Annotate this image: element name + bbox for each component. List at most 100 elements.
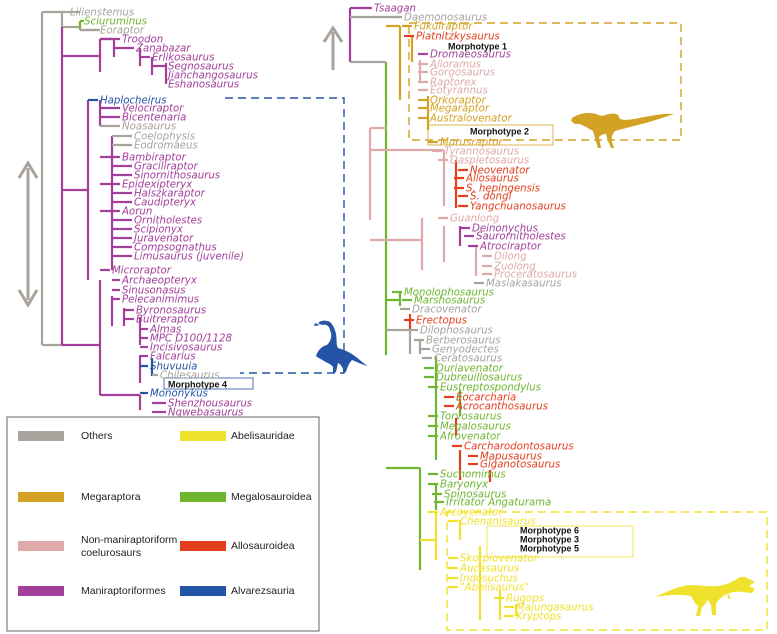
taxon-label: Erlikosaurus	[152, 53, 215, 64]
taxon-label: Arcovenator	[439, 508, 503, 519]
megaraptor-silhouette	[571, 113, 674, 148]
taxon-label: Microraptor	[112, 266, 172, 277]
taxon-label: Dilophosaurus	[420, 326, 494, 337]
taxon-label: Morphotype 4	[168, 380, 227, 390]
taxon-label: Sciuruminus	[84, 17, 148, 28]
taxon-label: Dilong	[494, 252, 527, 263]
taxon-label: "Abelisaurus"	[460, 583, 529, 594]
taxon-label: Gorgosaurus	[430, 68, 496, 79]
taxon-label: Chilesaurus	[160, 371, 220, 382]
taxon-label: Daspletosaurus	[450, 156, 530, 167]
taxon-label: Compsognathus	[134, 243, 217, 254]
taxon-label: S. hepingensis	[466, 184, 541, 195]
taxon-label: Murusraptor	[440, 138, 503, 149]
legend-label: Allosauroidea	[231, 540, 295, 552]
right-arrow-head-up	[322, 25, 344, 43]
taxon-label: Buitreraptor	[136, 315, 199, 326]
grey-arrows	[17, 25, 344, 308]
legend-swatch	[18, 492, 64, 502]
taxon-label: Saurornitholestes	[476, 232, 566, 243]
left-arrow-head-down	[17, 289, 39, 308]
taxon-label: Torvosaurus	[440, 412, 502, 423]
taxon-label: Jianchangosaurus	[166, 71, 259, 82]
morphotype-4-box	[163, 377, 254, 390]
taxon-label: Segnosaurus	[168, 62, 235, 73]
taxon-label: Irritator Angaturama	[446, 498, 551, 509]
taxon-label: Limusaurus (juvenile)	[134, 252, 244, 263]
taxon-label: Tsaagan	[374, 4, 416, 15]
taxon-label: Deinonychus	[472, 224, 539, 235]
taxon-label: Carcharodontosaurus	[464, 442, 574, 453]
taxon-label: Rugops	[506, 594, 545, 605]
taxon-label: Australovenator	[429, 114, 512, 125]
abelisauridae-dashed-box	[446, 511, 768, 631]
taxon-label: Eodromaeus	[134, 141, 198, 152]
taxon-label: Monolophosaurus	[404, 288, 495, 299]
taxon-label: Proceratosaurus	[494, 270, 578, 281]
taxon-label: Mapusaurus	[480, 452, 543, 463]
taxon-label: Allosaurus	[465, 174, 520, 185]
taxon-label: Tyrannosaurus	[444, 147, 520, 158]
taxon-label: Morphotype 1	[448, 42, 507, 52]
taxon-label: Piatnitzkysaurus	[416, 32, 500, 43]
taxon-label: Sinornithosaurus	[134, 171, 221, 182]
taxon-label: Graciliraptor	[134, 162, 199, 173]
taxon-labels: LilienstemusSciuruminusEoraptorTroodonZa…	[70, 4, 594, 623]
taxon-label: Haplocheirus	[100, 96, 167, 107]
taxon-label: Majungasaurus	[516, 603, 594, 614]
legend-swatch	[180, 541, 226, 551]
taxon-label: Kryptops	[516, 612, 562, 623]
legend-label: Maniraptoriformes	[81, 585, 166, 597]
taxon-label: Bambiraptor	[122, 153, 187, 164]
legend-label: Abelisauridae	[231, 430, 295, 442]
taxon-label: MPC D100/1128	[150, 334, 232, 345]
taxon-label: Epidexipteryx	[122, 180, 193, 191]
taxon-label: Byronosaurus	[136, 306, 207, 317]
legend-label: Alvarezsauria	[231, 585, 295, 597]
legend-swatch	[180, 586, 226, 596]
taxon-label: Fukuiraptor	[414, 22, 473, 33]
taxon-label: Aorun	[121, 207, 152, 218]
taxon-label: Sinusonasus	[122, 286, 186, 297]
taxon-label: Eustreptospondylus	[440, 383, 542, 394]
taxon-label: Zuolong	[493, 262, 536, 273]
taxon-label: Ceratosaurus	[434, 354, 503, 365]
tree-branches	[40, 6, 518, 620]
taxon-label: Archaeopteryx	[121, 276, 198, 287]
taxon-label: Mononykus	[150, 389, 209, 400]
morphotype-356-box	[486, 525, 634, 558]
taxon-label: Aucasaurus	[459, 564, 520, 575]
taxon-label: Afrovenator	[439, 432, 501, 443]
alvarezsauria-dashed-box	[225, 97, 345, 374]
taxon-label: Suchomimus	[440, 470, 506, 481]
taxon-label: Morphotype 3	[520, 535, 579, 545]
taxon-label: Giganotosaurus	[480, 460, 561, 471]
taxon-label: Spinosaurus	[444, 490, 507, 501]
taxon-label: Guanlong	[450, 214, 500, 225]
taxon-label: Megalosaurus	[440, 422, 511, 433]
taxon-label: Skorpiovenator	[460, 554, 539, 565]
taxon-label: Caudipteryx	[134, 198, 197, 209]
taxon-label: Dubreuillosaurus	[436, 373, 523, 384]
legend-swatch	[18, 431, 64, 441]
taxon-label: Morphotype 6	[520, 526, 579, 536]
legend-label: Megalosauroidea	[231, 491, 312, 503]
taxon-label: Juravenator	[132, 234, 194, 245]
taxon-label: Noasaurus	[122, 122, 177, 133]
taxon-label: Lilienstemus	[70, 8, 135, 19]
taxon-label: Zanabazar	[135, 44, 191, 55]
dashed-boxes	[163, 22, 768, 631]
taxon-label: Eshanosaurus	[168, 80, 240, 91]
taxon-label: Masiakasaurus	[486, 279, 562, 290]
taxon-label: Megaraptor	[430, 104, 490, 115]
taxon-label: Eocarcharia	[456, 393, 516, 404]
taxon-label: Baryonyx	[440, 480, 489, 491]
taxon-label: Pelecanimimus	[122, 295, 200, 306]
legend-frame	[6, 416, 320, 632]
taxon-label: Daemonosaurus	[404, 13, 488, 24]
taxon-label: Almas	[149, 325, 182, 336]
taxon-label: Falcarius	[150, 352, 196, 363]
